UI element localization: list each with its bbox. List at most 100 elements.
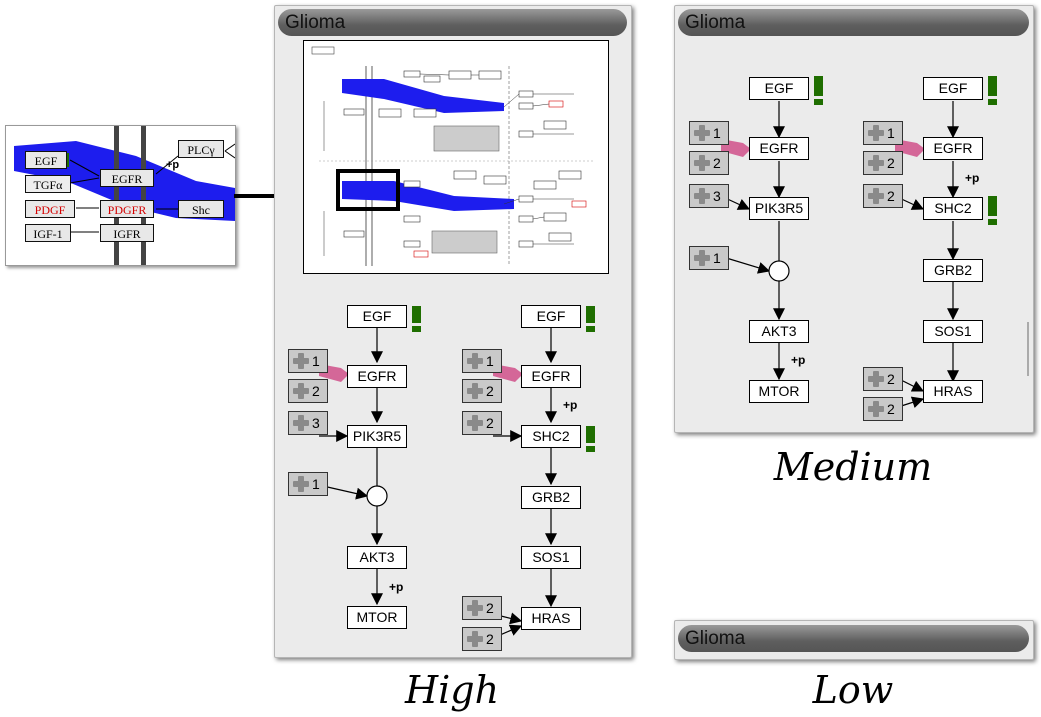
inset-node-egf: EGF [25,151,67,169]
plus-icon [467,631,483,647]
expand-count: 1 [486,353,494,369]
plus-icon [293,383,309,399]
gene-node[interactable]: PIK3R5 [347,425,407,448]
phos-label: +p [791,353,806,367]
expand-button[interactable]: 2 [863,151,903,175]
expand-count: 2 [486,600,494,616]
inset-node-tgfa: TGFα [25,175,71,193]
inset-arrow [155,155,179,175]
gene-node[interactable]: EGF [749,77,809,100]
alert-icon [412,306,421,323]
alert-mark [65,153,69,167]
plus-icon [467,383,483,399]
plus-icon [868,188,884,204]
expand-button[interactable]: 1 [863,121,903,145]
expand-count: 3 [713,188,721,204]
plus-icon [868,125,884,141]
gene-node[interactable]: AKT3 [749,320,809,343]
kegg-thumbnail[interactable] [303,40,609,274]
gene-node[interactable]: SOS1 [923,320,983,343]
gene-node[interactable]: EGF [923,77,983,100]
gene-node[interactable]: GRB2 [521,486,581,509]
plus-icon [467,353,483,369]
inset-node-pdgf: PDGF [25,200,75,218]
expand-button[interactable]: 2 [863,397,903,421]
gene-node[interactable]: HRAS [521,607,581,630]
inset-node-shc: Shc [178,200,224,218]
plus-icon [467,415,483,431]
gene-node[interactable]: EGFR [749,137,809,160]
pathway-zoom-inset: EGF TGFα PDGF IGF-1 EGFR PDGFR IGFR PLCγ… [5,125,236,266]
expand-count: 2 [887,188,895,204]
expand-count: 1 [312,353,320,369]
inset-arrow [69,159,100,177]
plus-icon [868,401,884,417]
expand-button[interactable]: 2 [689,151,729,175]
caption-high: High [404,668,500,712]
expand-button[interactable]: 1 [288,349,328,373]
gene-node[interactable]: GRB2 [923,259,983,282]
gene-node[interactable]: MTOR [347,606,407,629]
expand-count: 1 [312,476,320,492]
gene-node[interactable]: SHC2 [923,197,983,220]
gene-node[interactable]: EGFR [347,365,407,388]
expand-button[interactable]: 2 [462,596,502,620]
inset-node-igfr: IGFR [100,224,154,242]
alert-icon [586,306,595,323]
expand-count: 3 [312,415,320,431]
expand-button[interactable]: 3 [288,411,328,435]
alert-icon [586,426,595,443]
expand-button[interactable]: 3 [689,184,729,208]
expand-count: 2 [312,383,320,399]
gene-node[interactable]: AKT3 [347,546,407,569]
alert-icon [814,76,823,96]
inset-node-pdgfr: PDGFR [100,200,154,218]
gene-node[interactable]: SOS1 [521,546,581,569]
plus-icon [694,188,710,204]
expand-count: 2 [713,155,721,171]
junction-node [768,260,790,282]
kegg-thumbnail-graphic [311,46,594,266]
expand-count: 2 [486,383,494,399]
caption-medium: Medium [773,445,933,489]
gene-node[interactable]: EGF [521,305,581,328]
gene-node[interactable]: PIK3R5 [749,197,809,220]
expand-button[interactable]: 2 [462,627,502,651]
expand-button[interactable]: 2 [462,411,502,435]
gene-node[interactable]: EGFR [521,365,581,388]
expand-count: 2 [887,401,895,417]
plus-icon [293,353,309,369]
inset-phos-label: +p [166,159,180,171]
plus-icon [694,250,710,266]
panel-medium: Glioma EGF EGFR PI [674,5,1034,433]
phos-label: +p [389,580,404,594]
expand-button[interactable]: 1 [689,121,729,145]
expand-button[interactable]: 2 [863,184,903,208]
junction-node [366,485,388,507]
panel-title: Glioma [678,9,1029,36]
gene-node[interactable]: EGF [347,305,407,328]
gene-node[interactable]: EGFR [923,137,983,160]
plus-icon [868,155,884,171]
expand-button[interactable]: 1 [689,246,729,270]
expand-button[interactable]: 2 [863,367,903,391]
alert-icon [988,196,997,216]
expand-button[interactable]: 1 [462,349,502,373]
expand-button[interactable]: 2 [462,379,502,403]
membrane-bar [141,126,146,265]
expand-button[interactable]: 2 [288,379,328,403]
gene-node[interactable]: SHC2 [521,425,581,448]
expand-count: 1 [713,125,721,141]
membrane-bar [114,126,119,265]
plus-icon [694,125,710,141]
alert-icon [988,76,997,96]
expand-count: 2 [486,415,494,431]
expand-count: 2 [486,631,494,647]
plus-icon [293,476,309,492]
gene-node[interactable]: MTOR [749,380,809,403]
expand-button[interactable]: 1 [288,472,328,496]
gene-node[interactable]: HRAS [923,380,983,403]
scrollbar[interactable] [1027,322,1029,376]
inset-arrow [69,177,100,184]
panel-title: Glioma [678,625,1029,652]
